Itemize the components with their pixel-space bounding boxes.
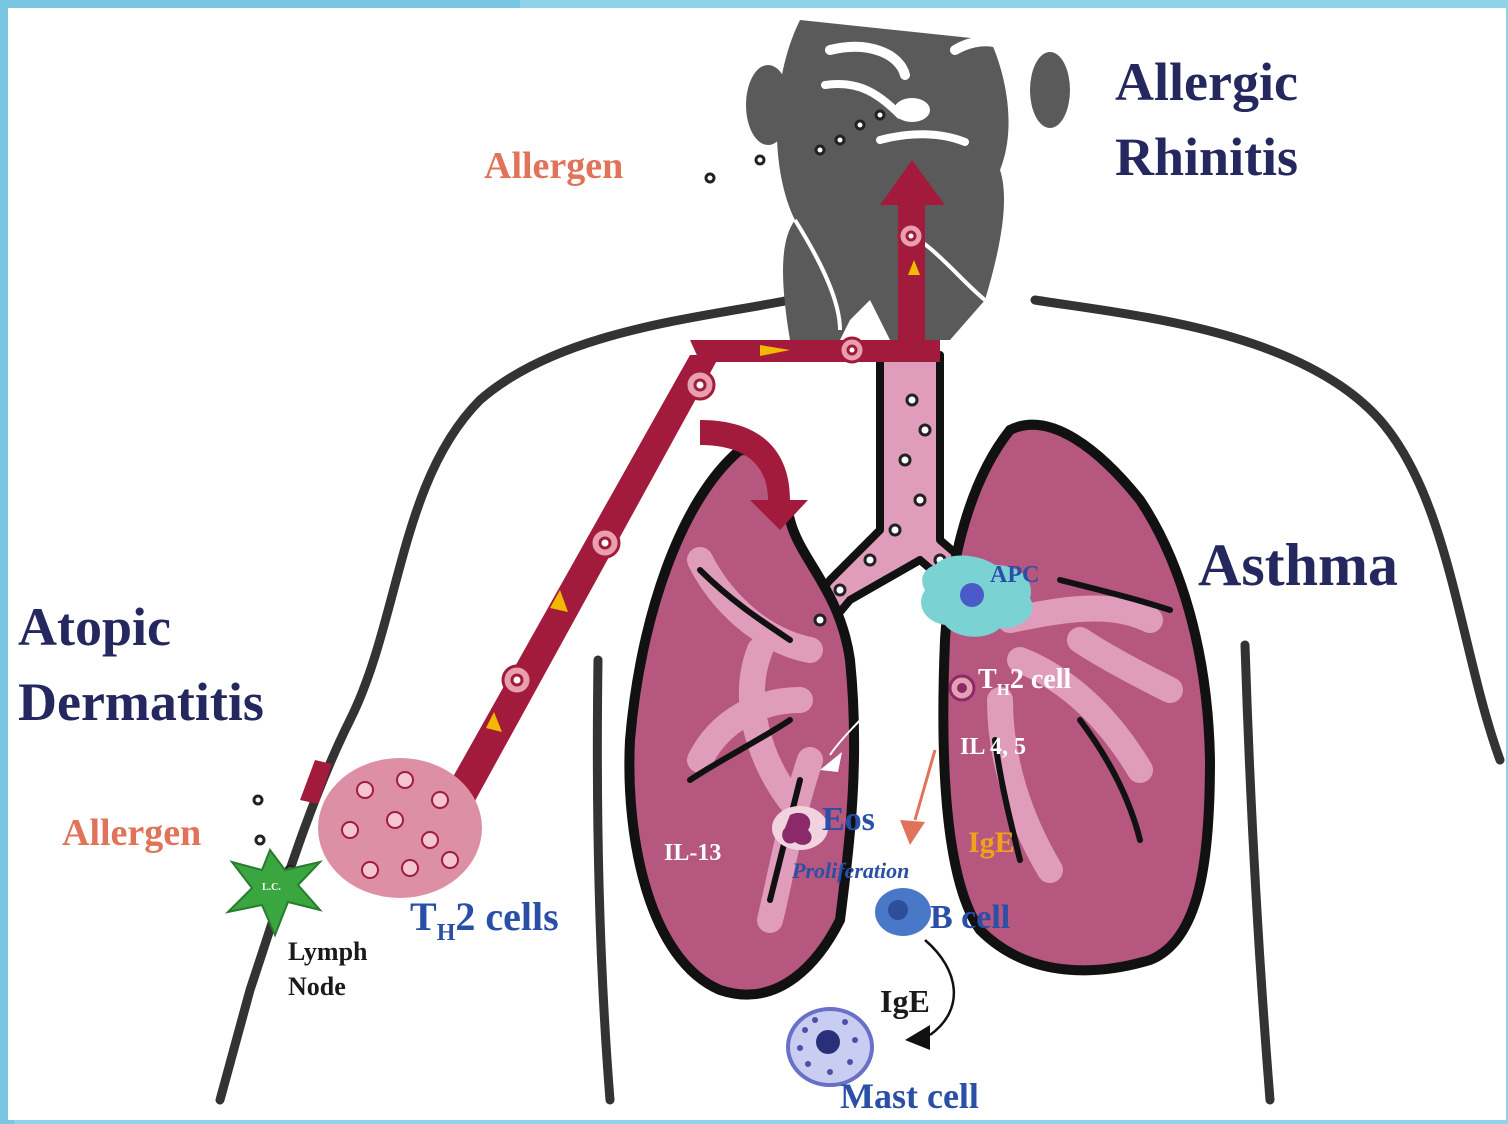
body-outline <box>220 300 1500 1100</box>
lung-right <box>943 425 1210 971</box>
label-lymph: Lymph <box>288 937 368 966</box>
label-il-4-5: IL 4, 5 <box>960 734 1026 760</box>
label-eos: Eos <box>822 801 875 838</box>
ear-right <box>1030 52 1070 128</box>
label-ige-right: IgE <box>968 826 1015 859</box>
nose <box>894 98 930 122</box>
lymph-node <box>318 758 482 898</box>
label-proliferation: Proliferation <box>791 858 909 883</box>
label-apc: APC <box>990 562 1039 588</box>
right-torso-side <box>1245 645 1270 1100</box>
label-b-cell: B cell <box>930 899 1010 936</box>
ear-left <box>746 65 790 145</box>
label-mast-cell: Mast cell <box>840 1076 979 1116</box>
label-lc: L.C. <box>262 882 281 893</box>
label-il-13: IL-13 <box>664 840 721 866</box>
label-th2-cells: TH2 cells <box>410 894 559 946</box>
label-th2-cell: TH2 cell <box>978 664 1072 699</box>
mast-cell <box>788 1009 872 1085</box>
th2-cell-lung <box>950 676 974 700</box>
label-node: Node <box>288 972 346 1001</box>
eosinophil-cell <box>772 806 828 850</box>
arrow-il-to-ige <box>915 750 935 820</box>
b-cell <box>875 888 931 936</box>
label-asthma: Asthma <box>1198 532 1398 598</box>
lung-left <box>629 450 854 995</box>
label-ige-bottom: IgE <box>880 983 930 1019</box>
label-atopic-dermatitis-1: Atopic <box>18 597 171 657</box>
label-allergen-top: Allergen <box>484 145 623 187</box>
left-torso-side <box>597 660 610 1100</box>
label-allergic-rhinitis-2: Rhinitis <box>1115 127 1298 187</box>
label-allergen-left: Allergen <box>62 812 201 854</box>
label-atopic-dermatitis-2: Dermatitis <box>18 672 264 732</box>
label-allergic-rhinitis-1: Allergic <box>1115 52 1298 112</box>
